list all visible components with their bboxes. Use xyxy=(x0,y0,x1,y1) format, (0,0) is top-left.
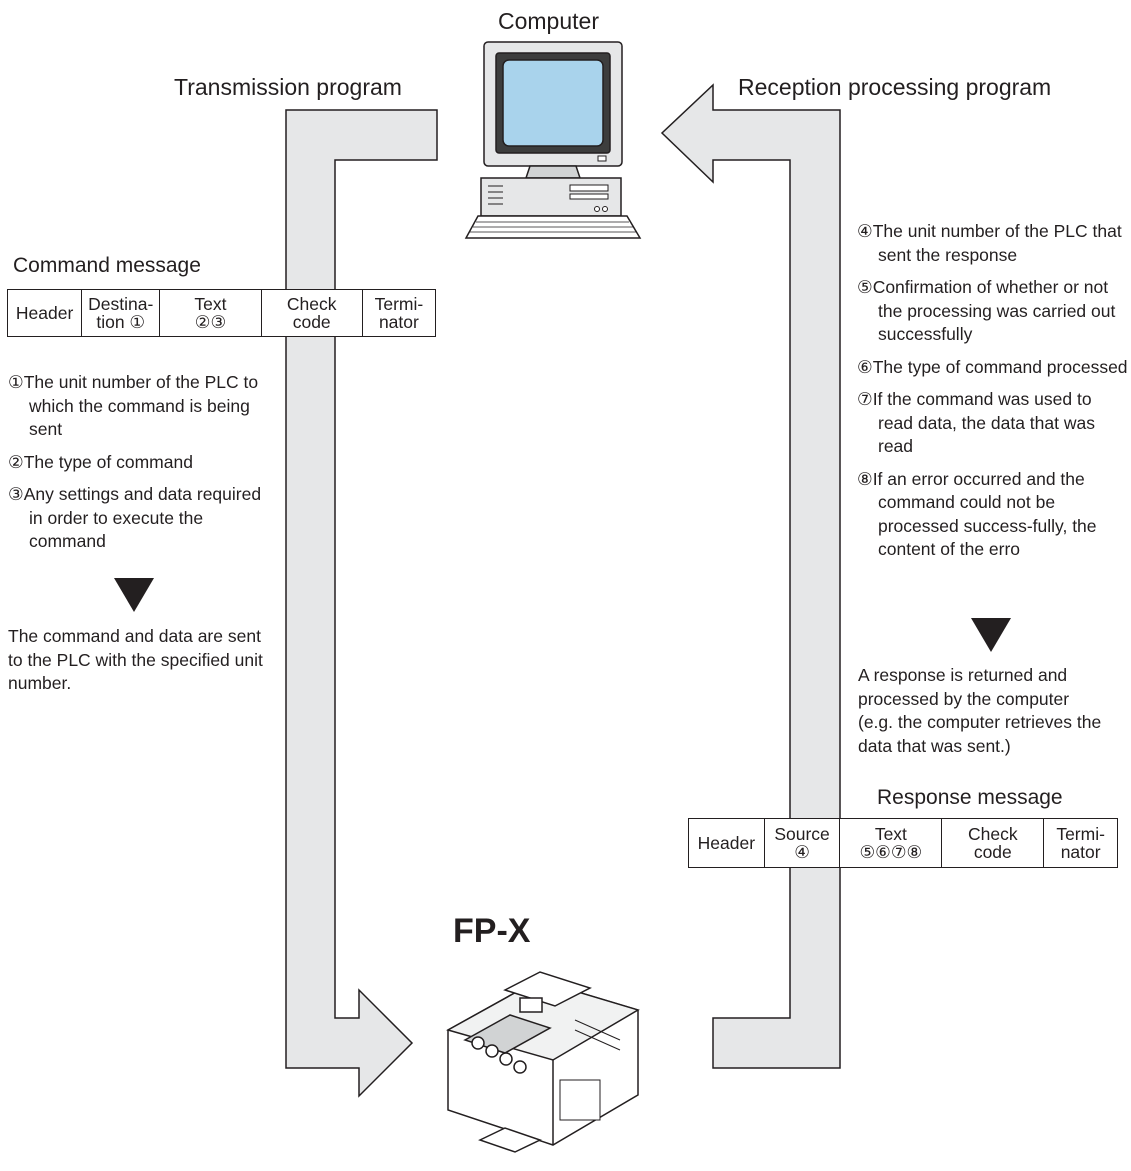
command-message-title: Command message xyxy=(13,254,201,277)
response-result-arrow xyxy=(971,618,1011,652)
command-field-terminator: Termi-nator xyxy=(361,289,437,337)
command-result-text: The command and data are sent to the PLC… xyxy=(8,626,263,693)
transmission-program-label: Transmission program xyxy=(174,74,402,100)
plc-device-icon xyxy=(446,971,640,1153)
response-message-title: Response message xyxy=(877,786,1063,809)
response-field-header: Header xyxy=(688,818,765,868)
command-notes: ①The unit number of the PLC to which the… xyxy=(8,371,278,563)
response-note-8: ⑧If an error occurred and the command co… xyxy=(857,468,1097,560)
command-field-destination: Destina-tion ① xyxy=(81,289,161,337)
command-result-arrow xyxy=(114,578,154,612)
response-result-text: A response is returned and processed by … xyxy=(858,665,1102,756)
computer-label: Computer xyxy=(498,8,599,34)
response-note-5: ⑤Confirmation of whether or not the proc… xyxy=(857,277,1116,344)
command-note-2: ②The type of command xyxy=(8,451,193,472)
transmission-flow-arrow xyxy=(285,109,438,1098)
command-note-3: ③Any settings and data required in order… xyxy=(8,484,262,551)
product-label: FP-X xyxy=(453,912,531,950)
reception-flow-arrow xyxy=(660,83,841,1069)
computer-icon xyxy=(464,41,642,239)
command-note-1: ①The unit number of the PLC to which the… xyxy=(8,372,259,439)
response-note-6: ⑥The type of command processed xyxy=(857,356,1128,377)
response-notes: ④The unit number of the PLC that sent th… xyxy=(857,220,1129,571)
reception-program-label: Reception processing program xyxy=(738,74,1052,100)
response-field-terminator: Termi-nator xyxy=(1043,818,1118,868)
command-field-header: Header xyxy=(6,289,83,337)
response-note-4: ④The unit number of the PLC that sent th… xyxy=(857,221,1122,265)
response-note-7: ⑦If the command was used to read data, t… xyxy=(857,389,1095,456)
